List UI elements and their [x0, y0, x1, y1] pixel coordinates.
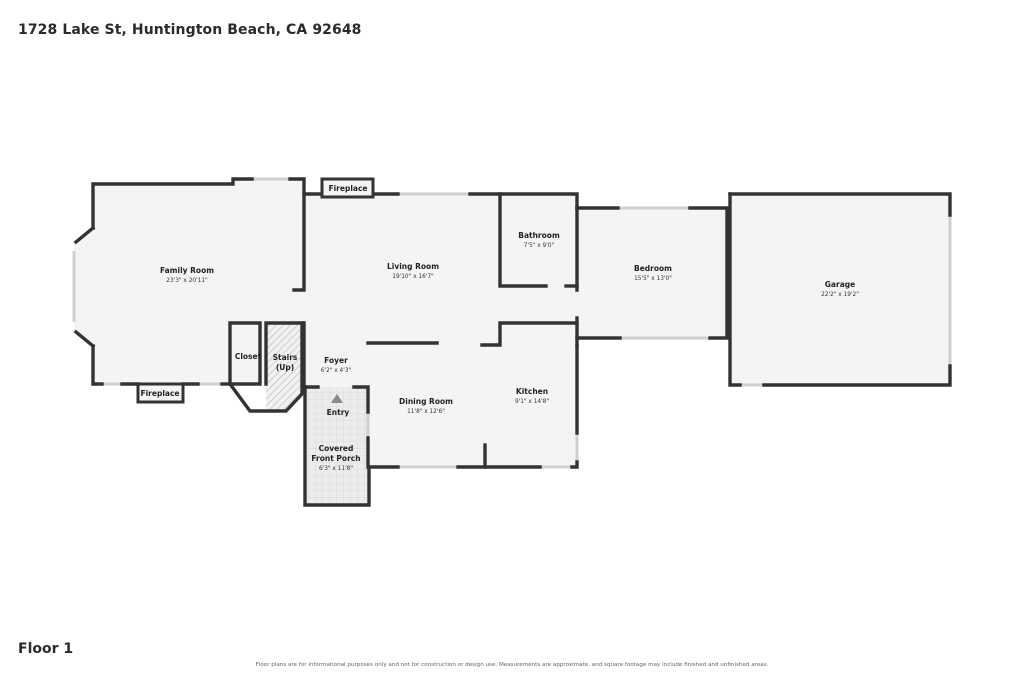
fireplace-bottom-label: Fireplace: [140, 389, 179, 398]
porch-dims: 6'3" x 11'8": [319, 466, 353, 472]
walls: [73, 177, 952, 507]
kitchen-name: Kitchen: [516, 387, 548, 396]
foyer-dims: 6'2" x 4'3": [321, 368, 352, 374]
fireplace-bottom: Fireplace: [136, 382, 185, 404]
property-address: 1728 Lake St, Huntington Beach, CA 92648: [18, 22, 362, 38]
bathroom-dims: 7'5" x 9'0": [524, 243, 555, 249]
dining-room-dims: 11'8" x 12'6": [407, 409, 445, 415]
fireplace-top: Fireplace: [320, 177, 375, 199]
family-room-name: Family Room: [160, 266, 214, 275]
stairs-hatch: [266, 323, 302, 411]
main-floor: [304, 194, 577, 467]
entry-arrow-icon: [331, 394, 343, 403]
bedroom-floor: [577, 208, 727, 338]
bathroom-name: Bathroom: [518, 231, 560, 240]
dining-room-name: Dining Room: [399, 397, 453, 406]
porch-name-line1: Covered: [319, 444, 354, 453]
porch-name-line2: Front Porch: [311, 454, 360, 463]
family-room-dims: 23'3" x 20'11": [166, 278, 208, 284]
family-room-floor: [74, 179, 304, 384]
kitchen-dims: 9'1" x 14'8": [515, 399, 549, 405]
stairs-direction: (Up): [276, 363, 294, 372]
fireplace-top-label: Fireplace: [328, 184, 367, 193]
stairs-name: Stairs: [273, 353, 298, 362]
entry-name: Entry: [327, 408, 350, 417]
living-room-name: Living Room: [387, 262, 439, 271]
floor-fills: [74, 179, 950, 505]
room-labels: Family Room 23'3" x 20'11" Living Room 1…: [160, 231, 859, 472]
foyer-name: Foyer: [324, 356, 348, 365]
porch-floor: [305, 387, 369, 505]
bedroom-dims: 15'5" x 13'0": [634, 276, 672, 282]
closet-name: Closet: [235, 352, 262, 361]
garage-floor: [730, 194, 950, 385]
garage-name: Garage: [825, 280, 855, 289]
bedroom-name: Bedroom: [634, 264, 672, 273]
disclaimer-text: Floor plans are for informational purpos…: [255, 662, 769, 668]
windows: [72, 177, 952, 469]
garage-dims: 22'2" x 19'2": [821, 292, 859, 298]
living-room-dims: 19'10" x 16'7": [392, 274, 434, 280]
floor-label: Floor 1: [18, 641, 74, 657]
